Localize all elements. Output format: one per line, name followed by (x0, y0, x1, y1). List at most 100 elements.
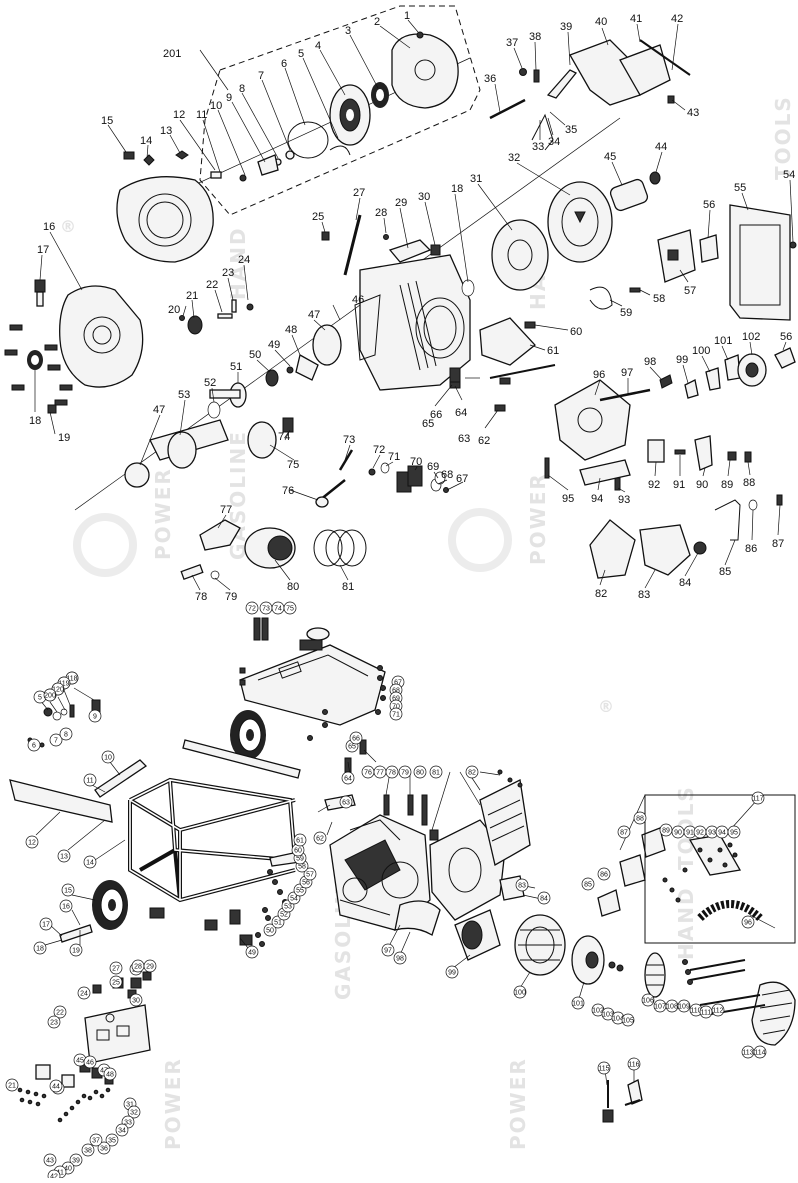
frame-callout: 13 (60, 854, 68, 861)
frame-callout: 15 (64, 888, 72, 895)
frame-callout-circle (303, 867, 317, 881)
engine-callout: 75 (287, 459, 299, 471)
frame-callout: 30 (132, 998, 140, 1005)
frame-callout: 53 (284, 904, 292, 911)
frame-callout: 5 (38, 695, 42, 702)
engine-callout: 76 (282, 485, 294, 497)
frame-bracket (94, 759, 148, 798)
frame-callout: 105 (622, 1018, 634, 1025)
frame-callout: 115 (598, 1066, 609, 1073)
engine-callout: 77 (220, 504, 232, 516)
engine-callout: 89 (721, 479, 733, 491)
engine-callout: 101 (714, 335, 732, 347)
engine-callout: 9 (226, 92, 232, 104)
frame-callout-circle (101, 750, 115, 764)
frame-callout: 39 (72, 1158, 80, 1165)
flywheel (491, 219, 549, 291)
frame-callout-circle (115, 1123, 129, 1137)
engine-callout: 16 (43, 221, 55, 233)
frame-callout: 79 (401, 770, 409, 777)
frame-callout: 74 (274, 606, 282, 613)
control-box-cover (479, 769, 531, 866)
frame-callout: 11 (86, 778, 93, 785)
watermark-registered: ® (60, 217, 78, 236)
rotor-cooling-fan (547, 181, 613, 263)
avr-parts (597, 827, 666, 972)
frame-callout-circle (129, 993, 143, 1007)
engine-callout: 8 (239, 83, 245, 95)
frame-callout: 60 (294, 848, 302, 855)
frame-callout: 103 (602, 1012, 614, 1019)
frame-callout-circle (83, 855, 97, 869)
frame-callout: 46 (86, 1060, 94, 1067)
frame-callout-circle (641, 993, 655, 1007)
frame-callout-circle (389, 707, 403, 721)
generator-frame-inner (129, 779, 296, 901)
valve-seal (380, 462, 390, 474)
frame-callout: 31 (126, 1102, 134, 1109)
frame-callout-circle (88, 709, 102, 723)
frame-callout-circle (59, 899, 73, 913)
frame-callout: 116 (628, 1062, 639, 1069)
engine-callout: 69 (427, 461, 439, 473)
fuel-tank-hardware (239, 617, 386, 741)
frame-callout: 59 (296, 856, 304, 863)
valve-spring-2 (407, 465, 423, 487)
rotor-fan (644, 952, 666, 998)
frame-callout: 87 (620, 830, 628, 837)
engine-callout: 56 (780, 331, 792, 343)
frame-callout: 50 (266, 928, 274, 935)
engine-callout: 62 (478, 435, 490, 447)
engine-callout: 48 (285, 324, 297, 336)
frame-callout-circle (515, 878, 529, 892)
engine-callout: 96 (593, 369, 605, 381)
bolt-93 (614, 477, 621, 491)
engine-callout: 50 (249, 349, 261, 361)
frame-callout: 9 (93, 714, 97, 721)
ignition-coil (737, 353, 767, 387)
engine-callout: 36 (484, 73, 496, 85)
frame-callout-circle (245, 945, 259, 959)
fan-cover-bolt (123, 151, 135, 160)
crankshaft (149, 419, 229, 469)
piston (244, 527, 296, 569)
frame-section: 1234567891011121314151617181920212223242… (5, 601, 796, 1183)
engine-callout: 46 (352, 294, 364, 306)
frame-callout: 110 (690, 1008, 701, 1015)
engine-callout: 81 (342, 581, 354, 593)
engine-callout: 35 (565, 124, 577, 136)
muffler-gasket (589, 519, 636, 579)
frame-feet (149, 907, 253, 946)
fuel-tank (239, 627, 386, 726)
stud-95 (544, 457, 550, 479)
wheel-upper (230, 710, 266, 760)
engine-callout: 47 (308, 309, 320, 321)
frame-callout: 28 (134, 964, 142, 971)
frame-callout: 81 (432, 770, 440, 777)
frame-callout: 72 (248, 606, 256, 613)
frame-callout-circle (633, 811, 647, 825)
frame-callout-circle (393, 951, 407, 965)
rocker-arm (388, 239, 432, 263)
watermark-power-3: POWER (161, 1057, 185, 1150)
pin-clip (210, 570, 220, 580)
engine-callout: 5 (298, 48, 304, 60)
engine-callout: 67 (456, 473, 468, 485)
frame-callout-circle (77, 986, 91, 1000)
frame-callout: 44 (52, 1084, 60, 1091)
engine-callout: 80 (287, 581, 299, 593)
frame-callout: 113 (742, 1050, 753, 1057)
frame-callout-circle (293, 833, 307, 847)
cylinder-block (359, 254, 471, 391)
governor-pin (179, 315, 185, 321)
recoil-spring (371, 82, 389, 108)
frame-callout-circle (727, 825, 741, 839)
head-bolt-3 (499, 377, 511, 385)
fuel-filter (624, 1079, 643, 1106)
engine-callout: 2 (374, 16, 380, 28)
frame-callout: 89 (662, 828, 670, 835)
engine-callout: 31 (470, 173, 482, 185)
head-bolt (524, 321, 536, 329)
frame-callout: 114 (754, 1050, 765, 1057)
